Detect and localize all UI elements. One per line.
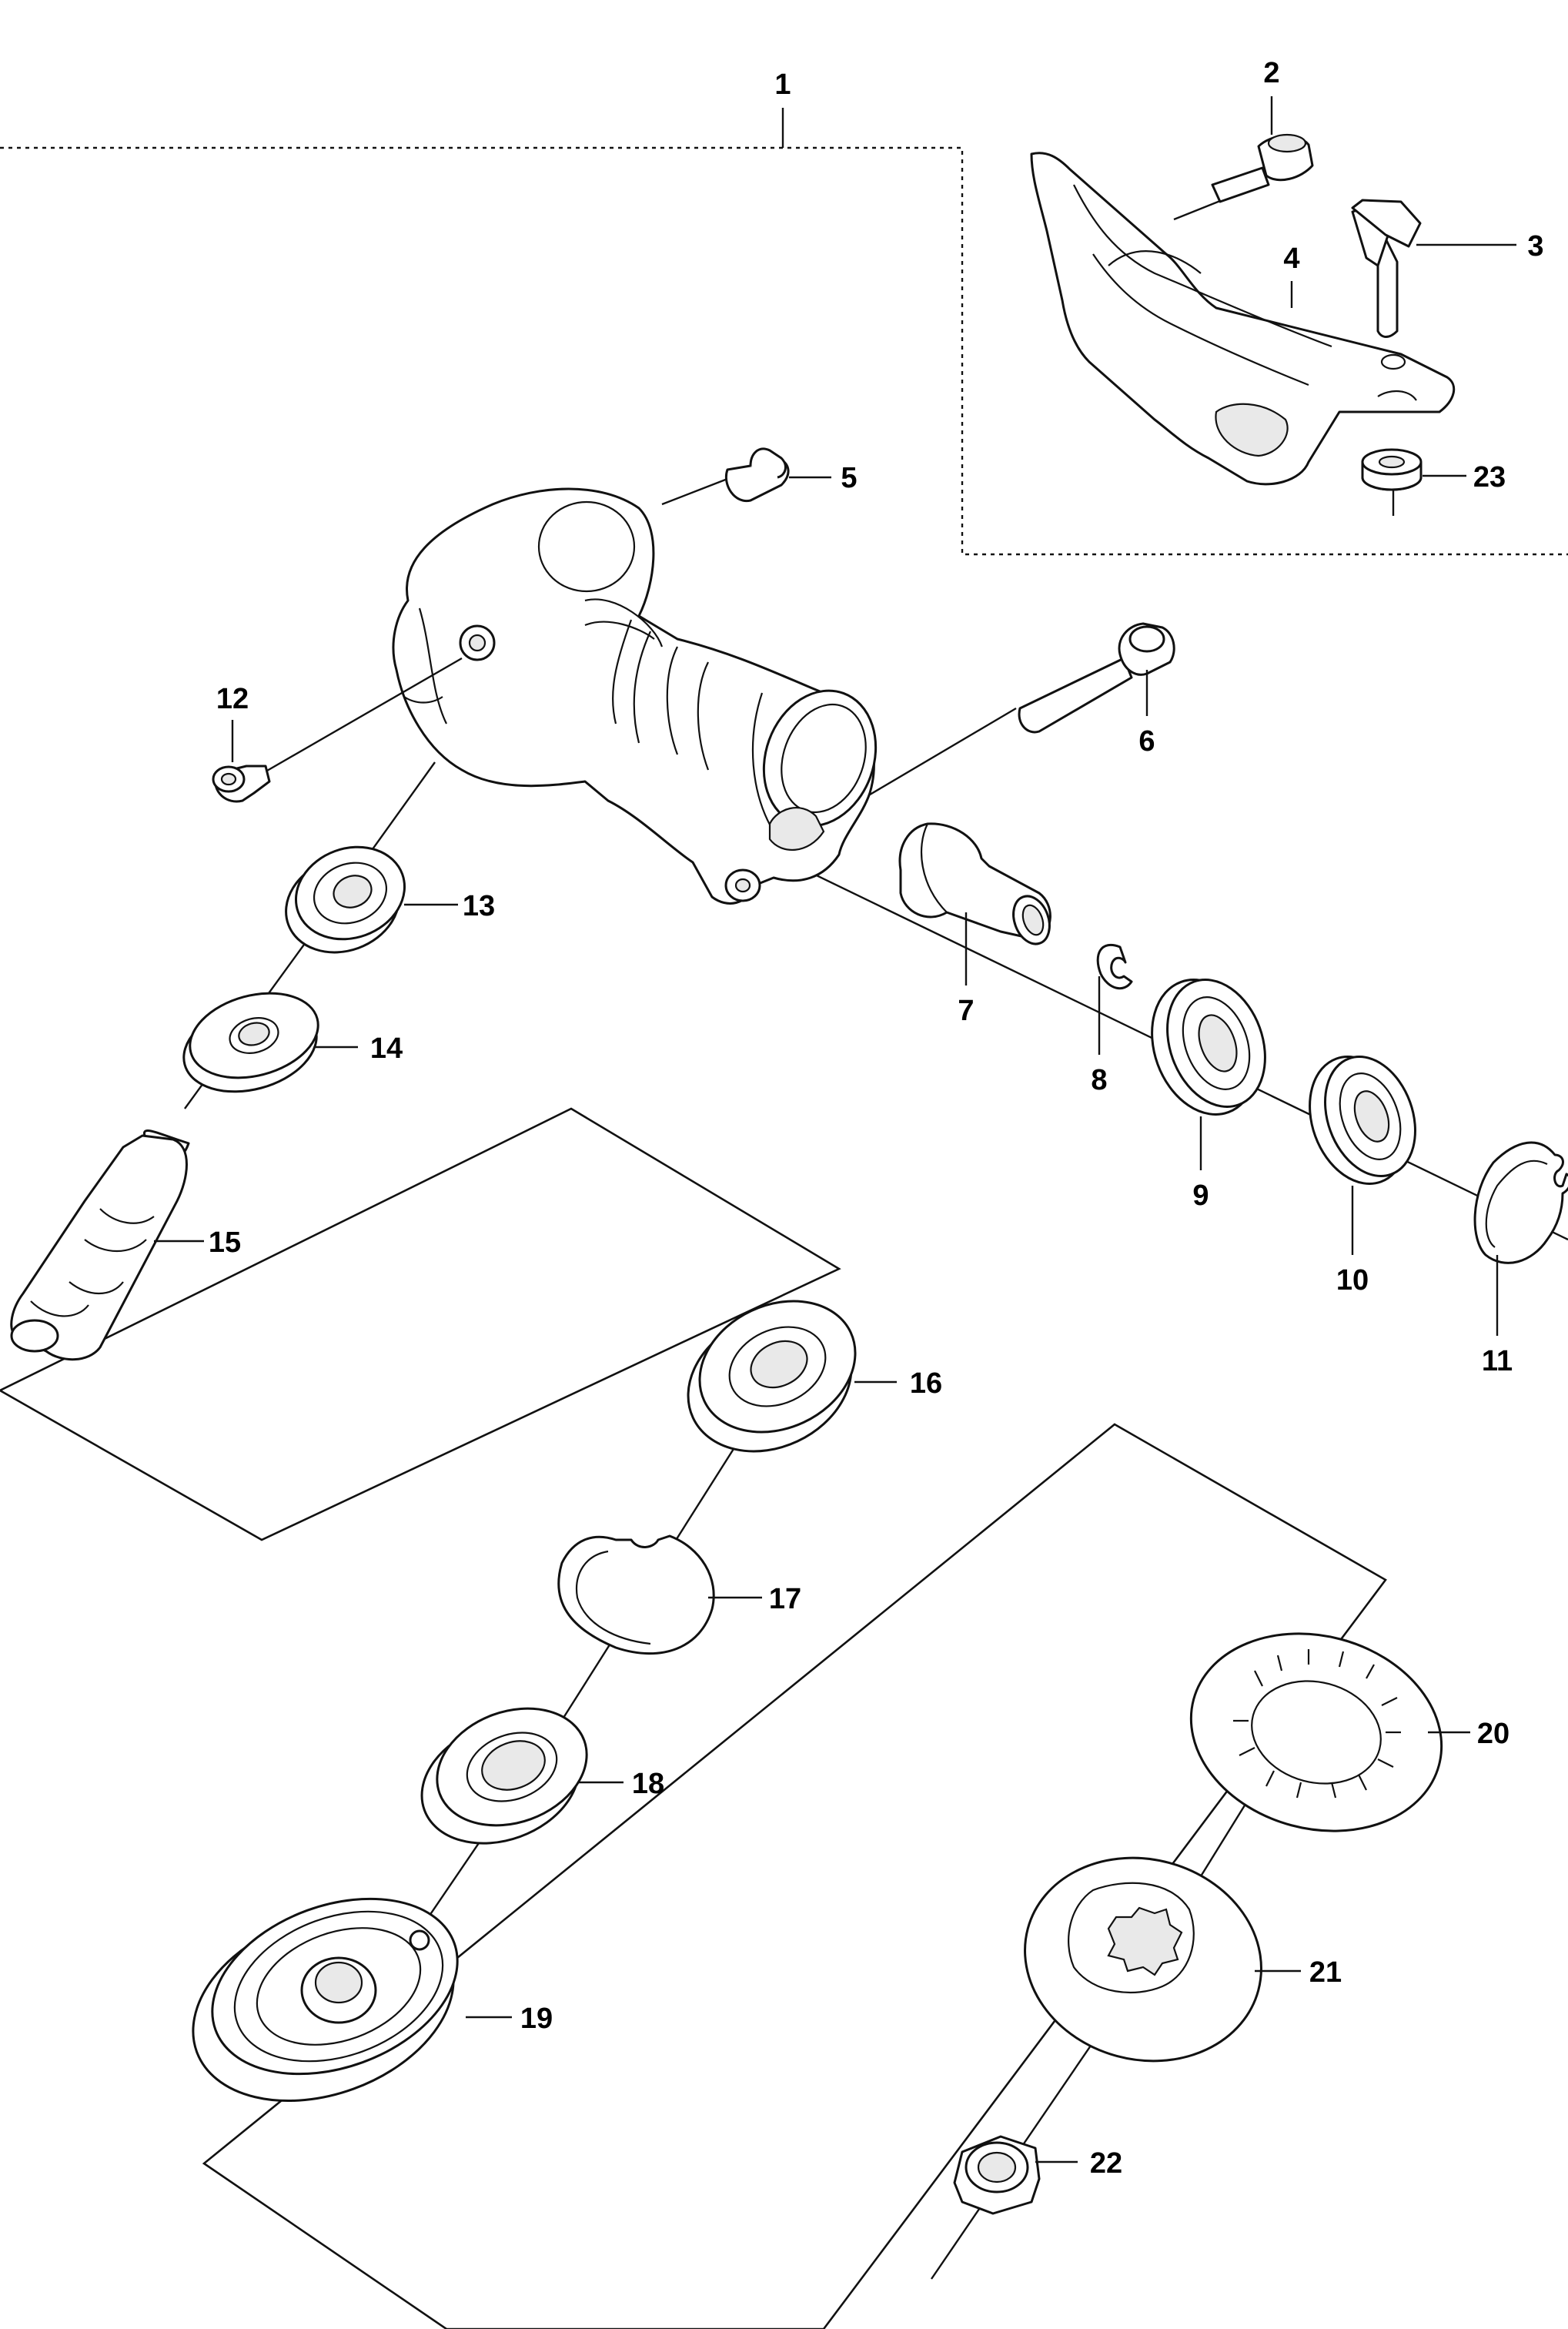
callout-2: 2 [1263,57,1279,89]
callout-7: 7 [958,995,974,1027]
callout-13: 13 [463,890,495,922]
callout-23: 23 [1473,461,1506,494]
part-15-shaft [10,1129,190,1361]
part-14-seal [182,992,319,1093]
part-6-long-screw [1018,622,1175,734]
callout-leader-lines [154,96,1516,2163]
part-13-bearing [285,845,406,954]
callout-8: 8 [1091,1064,1107,1096]
group-frame-lower-right [202,1423,1387,2329]
part-16-bearing [687,1300,857,1453]
part-7-bushing [898,822,1051,945]
assembly-1-dashed-frame [0,146,1568,556]
part-20-toothed-washer [1189,1632,1443,1832]
part-4-guard-bracket [1030,152,1456,486]
part-12-screw [212,657,463,803]
part-23-washer [1361,448,1423,491]
callout-21: 21 [1309,1956,1342,1989]
callout-22: 22 [1090,2147,1122,2180]
part-5-plug-screw [725,447,790,503]
callout-10: 10 [1336,1264,1369,1297]
callout-4: 4 [1283,243,1299,275]
callout-5: 5 [841,462,857,494]
callout-9: 9 [1192,1180,1209,1212]
callout-16: 16 [910,1367,942,1400]
gear-housing [392,487,878,905]
callout-18: 18 [632,1768,664,1800]
part-17-retaining-ring [557,1534,715,1655]
part-22-nut [953,2135,1041,2215]
part-9-bearing [1151,979,1266,1116]
callout-11: 11 [1482,1345,1513,1377]
part-2-screw [1173,133,1314,221]
part-11-retaining-ring [1473,1141,1568,1264]
callout-14: 14 [370,1032,403,1065]
part-18-seal [420,1707,588,1845]
part-21-support-cup [1024,1856,1262,2063]
callout-3: 3 [1527,230,1543,263]
callout-20: 20 [1477,1718,1509,1750]
part-10-bearing [1309,1056,1416,1185]
part-3-pin [1351,199,1422,338]
callout-labels: 1 2 3 4 5 6 7 8 9 10 11 12 13 14 15 16 1… [209,57,1544,2180]
part-8-circlip [1096,944,1133,990]
callout-6: 6 [1138,725,1155,758]
group-frame-upper-left [0,1107,841,1541]
callout-12: 12 [216,683,249,715]
callout-17: 17 [769,1583,801,1615]
callout-19: 19 [520,2003,553,2035]
callout-15: 15 [209,1226,241,1259]
part-19-cover [192,1897,459,2103]
callout-1: 1 [774,69,791,101]
